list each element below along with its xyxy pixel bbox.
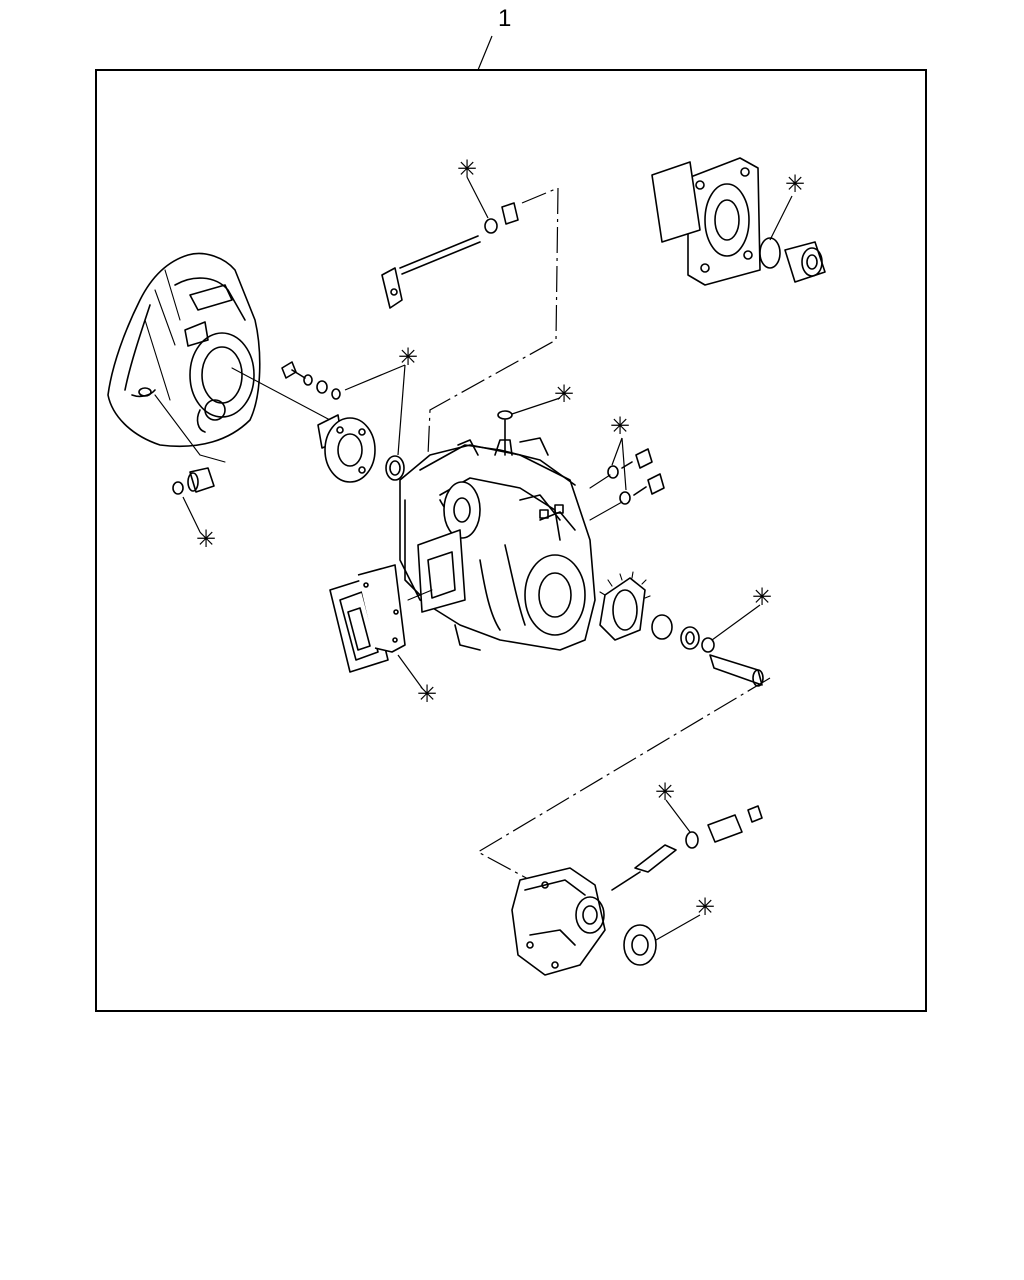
output-housing	[651, 157, 826, 286]
callout-number: 1	[498, 5, 511, 32]
kit-marker: ✳	[398, 344, 418, 371]
right-bolts	[589, 448, 665, 521]
retainer-bolt	[281, 361, 341, 400]
rear-housing	[511, 805, 763, 976]
side-cover	[329, 564, 433, 673]
kit-marker: ✳	[554, 381, 574, 408]
kit-marker: ✳	[196, 526, 216, 553]
counter-gear	[476, 571, 771, 881]
kit-marker: ✳	[610, 413, 630, 440]
callout-leader	[477, 35, 493, 71]
kit-marker: ✳	[752, 584, 772, 611]
kit-marker: ✳	[695, 894, 715, 921]
kit-marker: ✳	[417, 681, 437, 708]
kit-marker: ✳	[457, 156, 477, 183]
input-retainer	[231, 367, 405, 483]
shift-rod	[381, 187, 559, 456]
side-gasket	[417, 529, 466, 613]
dowel-sleeve	[154, 394, 226, 495]
kit-frame	[95, 69, 927, 1012]
kit-marker: ✳	[785, 171, 805, 198]
bell-housing	[107, 252, 261, 448]
kit-markers: ✳ ✳ ✳ ✳ ✳ ✳ ✳ ✳ ✳ ✳	[182, 156, 805, 941]
kit-marker: ✳	[655, 779, 675, 806]
top-cover-bolt	[497, 410, 513, 456]
